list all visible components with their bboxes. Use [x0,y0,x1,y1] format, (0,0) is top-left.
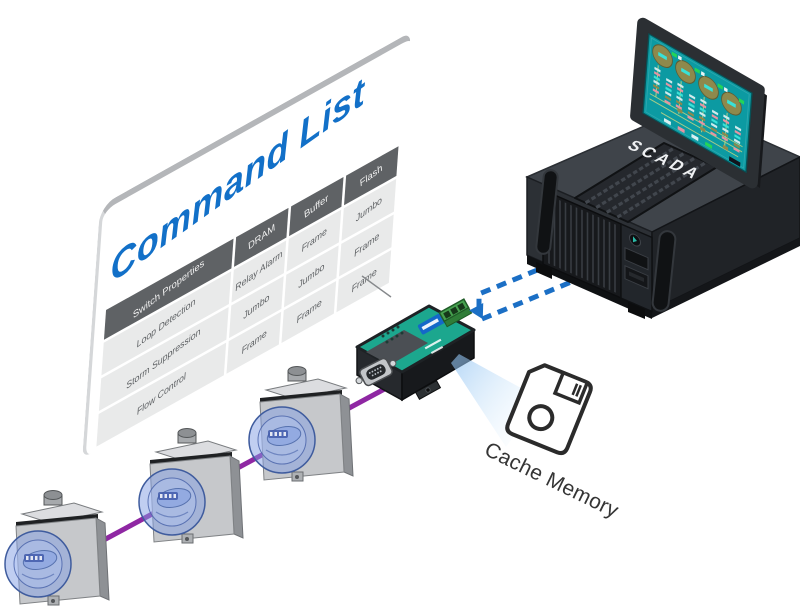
device-inset-panel [366,330,428,365]
gauge-circles [652,44,742,116]
mounting-tab [414,380,442,400]
utility-meter-icon [138,427,244,544]
rack-handle [651,230,677,312]
device-label-lines [424,338,444,355]
utility-meter-icon [248,365,354,482]
card-pointer-tail [361,275,392,298]
server-vent-grille [542,188,622,299]
dashed-arrow-to-device [476,254,570,308]
brand-badge [417,311,449,335]
server-keyboard [574,142,718,223]
serial-gateway-device [355,298,476,402]
rack-handle [535,169,559,255]
floppy-disk-icon [505,363,593,456]
scada-monitor [630,17,767,189]
scada-server [525,106,800,319]
db9-serial-connector-icon [355,357,397,387]
terminal-block-icon [438,298,473,328]
arrowhead-down-icon [469,302,484,320]
utility-meter-icon [4,489,110,606]
led-indicators [381,325,404,344]
hmi-screen [642,32,753,174]
server-bay-panel [620,222,653,313]
